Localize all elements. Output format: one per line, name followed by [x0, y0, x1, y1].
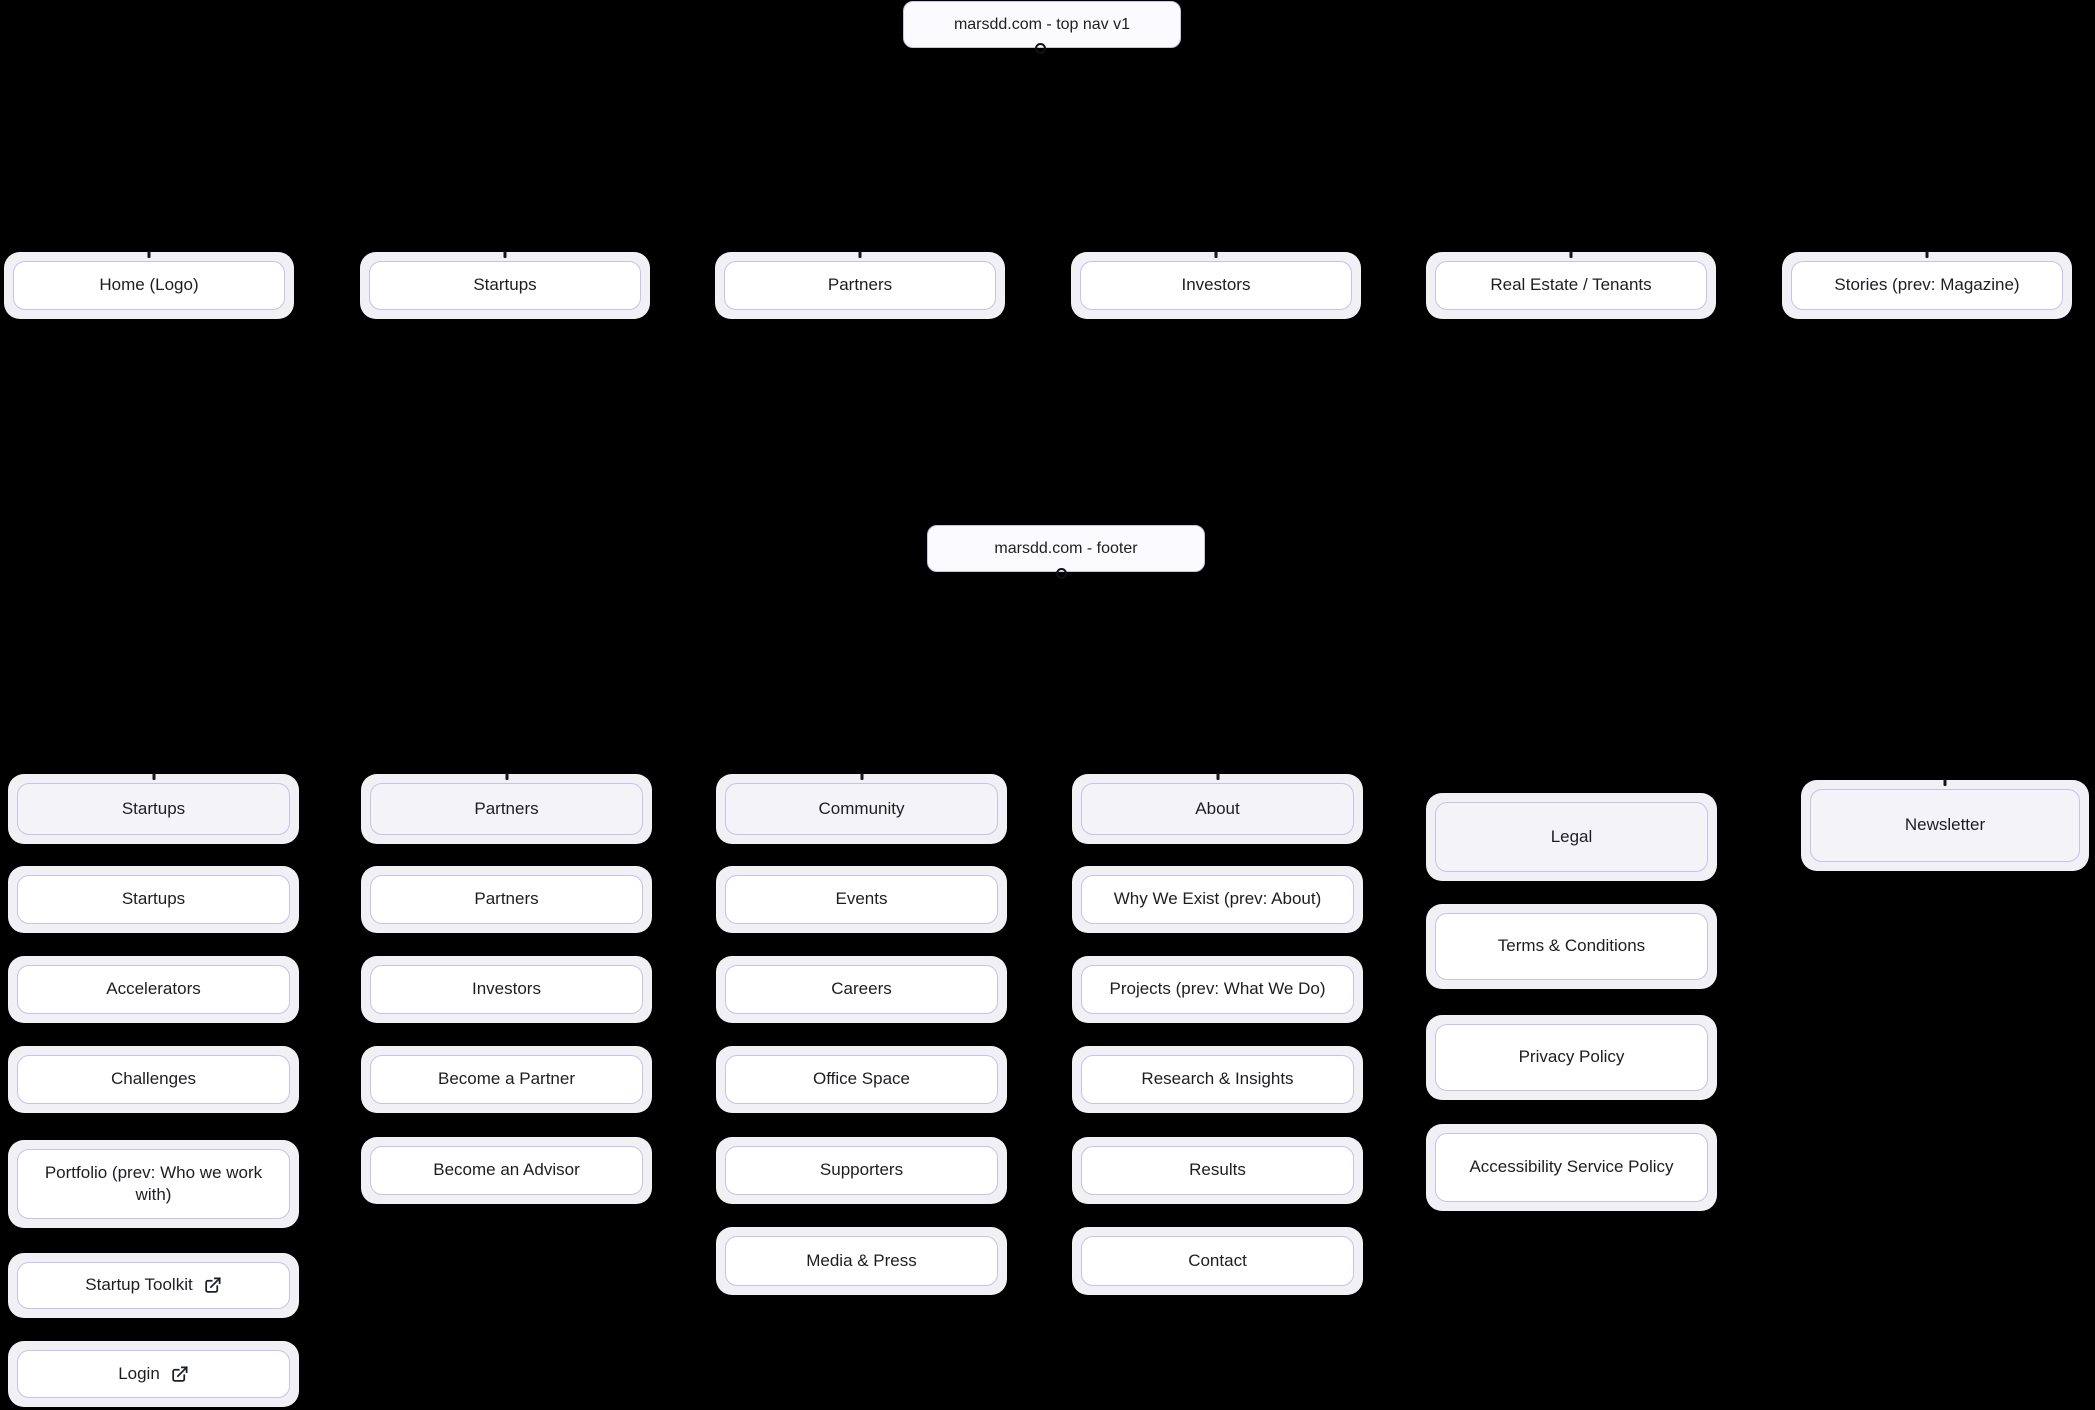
- nav-node-real-estate-tenants[interactable]: Real Estate / Tenants: [1426, 251, 1716, 319]
- node-label: Home (Logo): [99, 275, 199, 295]
- footer-title-node[interactable]: marsdd.com - footer: [927, 525, 1205, 572]
- footer-item-accelerators[interactable]: Accelerators: [8, 956, 299, 1023]
- node-label: Office Space: [812, 1069, 911, 1089]
- node-label: About: [1195, 798, 1240, 818]
- footer-item-why-we-exist[interactable]: Why We Exist (prev: About): [1072, 866, 1363, 933]
- footer-item-results[interactable]: Results: [1072, 1137, 1363, 1204]
- node-label: Partners: [474, 889, 539, 909]
- footer-item-events[interactable]: Events: [716, 866, 1007, 933]
- node-label: Legal: [1550, 826, 1593, 846]
- node-label: Login: [118, 1363, 160, 1383]
- footer-item-become-a-partner[interactable]: Become a Partner: [361, 1046, 652, 1113]
- connector-stub: [147, 251, 151, 258]
- footer-item-supporters[interactable]: Supporters: [716, 1137, 1007, 1204]
- diagram-title-label: marsdd.com - footer: [994, 539, 1138, 557]
- top-nav-title-node[interactable]: marsdd.com - top nav v1: [903, 1, 1181, 48]
- connector-stub: [1569, 251, 1573, 258]
- footer-item-office-space[interactable]: Office Space: [716, 1046, 1007, 1113]
- footer-item-become-an-advisor[interactable]: Become an Advisor: [361, 1137, 652, 1204]
- footer-item-investors[interactable]: Investors: [361, 956, 652, 1023]
- footer-item-startups[interactable]: Startups: [8, 866, 299, 933]
- footer-header-partners[interactable]: Partners: [361, 773, 652, 844]
- node-label: Investors: [472, 979, 541, 999]
- node-label: Supporters: [819, 1160, 904, 1180]
- footer-item-careers[interactable]: Careers: [716, 956, 1007, 1023]
- footer-header-startups[interactable]: Startups: [8, 773, 299, 844]
- node-label: Research & Insights: [1141, 1069, 1294, 1089]
- node-label: Portfolio (prev: Who we work with): [44, 1162, 263, 1204]
- connector-stub: [1216, 773, 1219, 780]
- footer-item-privacy-policy[interactable]: Privacy Policy: [1426, 1015, 1717, 1100]
- node-label: Accelerators: [106, 979, 201, 999]
- nav-node-investors[interactable]: Investors: [1071, 251, 1361, 319]
- connector-stub: [505, 773, 508, 780]
- connector-port: [1056, 568, 1067, 579]
- connector-stub: [1925, 251, 1929, 258]
- footer-item-startup-toolkit[interactable]: Startup Toolkit: [8, 1253, 299, 1318]
- node-label: Careers: [831, 979, 892, 999]
- external-link-icon: [172, 1365, 188, 1382]
- node-label: Why We Exist (prev: About): [1113, 889, 1322, 909]
- footer-item-research-insights[interactable]: Research & Insights: [1072, 1046, 1363, 1113]
- nav-node-startups[interactable]: Startups: [360, 251, 650, 319]
- external-link-icon: [204, 1277, 221, 1293]
- footer-header-newsletter[interactable]: Newsletter: [1801, 779, 2089, 871]
- node-label: Startup Toolkit: [85, 1275, 193, 1295]
- node-label: Events: [835, 889, 888, 909]
- footer-header-legal[interactable]: Legal: [1426, 793, 1717, 881]
- node-label: Become a Partner: [437, 1069, 575, 1089]
- node-label: Results: [1189, 1160, 1246, 1180]
- node-label: Community: [818, 798, 905, 818]
- footer-item-terms-conditions[interactable]: Terms & Conditions: [1426, 904, 1717, 989]
- nav-node-partners[interactable]: Partners: [715, 251, 1005, 319]
- nav-node-home-logo[interactable]: Home (Logo): [4, 251, 294, 319]
- footer-header-community[interactable]: Community: [716, 773, 1007, 844]
- footer-item-projects[interactable]: Projects (prev: What We Do): [1072, 956, 1363, 1023]
- diagram-title-label: marsdd.com - top nav v1: [953, 15, 1131, 33]
- connector-stub: [1943, 779, 1947, 786]
- node-label: Become an Advisor: [433, 1160, 580, 1180]
- footer-item-login[interactable]: Login: [8, 1341, 299, 1407]
- connector-port: [1035, 43, 1046, 54]
- nav-node-stories[interactable]: Stories (prev: Magazine): [1782, 251, 2072, 319]
- node-label: Startups: [121, 798, 186, 818]
- node-label: Privacy Policy: [1518, 1047, 1625, 1067]
- connector-stub: [503, 251, 507, 258]
- node-label: Newsletter: [1904, 815, 1986, 835]
- node-label: Startups: [121, 889, 186, 909]
- node-label: Stories (prev: Magazine): [1834, 275, 2020, 295]
- node-label: Partners: [827, 275, 893, 295]
- node-label: Terms & Conditions: [1497, 936, 1646, 956]
- footer-item-contact[interactable]: Contact: [1072, 1227, 1363, 1295]
- node-label: Real Estate / Tenants: [1490, 275, 1652, 295]
- footer-item-portfolio[interactable]: Portfolio (prev: Who we work with): [8, 1140, 299, 1228]
- connector-stub: [152, 773, 155, 780]
- node-label: Partners: [474, 798, 539, 818]
- node-label: Projects (prev: What We Do): [1109, 979, 1326, 999]
- connector-stub: [860, 773, 863, 780]
- footer-item-media-press[interactable]: Media & Press: [716, 1227, 1007, 1295]
- connector-stub: [858, 251, 862, 258]
- connector-stub: [1214, 251, 1218, 258]
- node-label: Challenges: [110, 1069, 197, 1089]
- footer-header-about[interactable]: About: [1072, 773, 1363, 844]
- node-label: Accessibility Service Policy: [1469, 1157, 1674, 1177]
- node-label: Investors: [1181, 275, 1251, 295]
- node-label: Startups: [473, 275, 537, 295]
- footer-item-partners[interactable]: Partners: [361, 866, 652, 933]
- node-label: Media & Press: [806, 1250, 917, 1270]
- footer-item-accessibility-service-policy[interactable]: Accessibility Service Policy: [1426, 1124, 1717, 1211]
- node-label: Contact: [1188, 1250, 1247, 1270]
- footer-item-challenges[interactable]: Challenges: [8, 1046, 299, 1113]
